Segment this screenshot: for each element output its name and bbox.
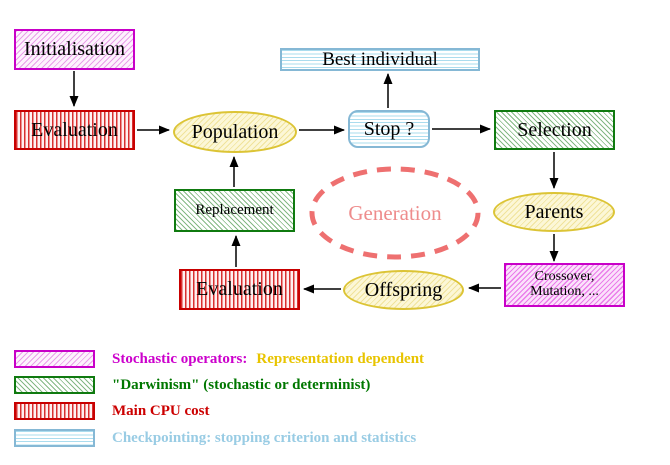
node-replacement: Replacement	[174, 189, 295, 232]
node-selection: Selection	[494, 110, 615, 150]
legend-representation-label: Representation dependent	[256, 350, 425, 367]
node-offspring: Offspring	[343, 270, 464, 310]
legend-darwinism-label: "Darwinism" (stochastic or determinist)	[112, 376, 371, 393]
node-population: Population	[173, 111, 297, 153]
node-evaluation-top-label: Evaluation	[31, 118, 118, 141]
generation-label: Generation	[348, 200, 442, 225]
node-crossover-mutation-label: Crossover, Mutation, ...	[530, 269, 599, 299]
legend-stochastic-label: Stochastic operators:	[112, 350, 248, 367]
node-initialisation-label: Initialisation	[23, 38, 126, 60]
node-stop: Stop ?	[348, 110, 430, 148]
node-parents: Parents	[493, 192, 615, 232]
node-replacement-label: Replacement	[195, 201, 274, 218]
node-selection-label: Selection	[517, 118, 592, 141]
node-population-label: Population	[191, 120, 279, 143]
legend-swatch-darwinism	[14, 376, 95, 394]
legend-swatch-cpu-cost	[14, 402, 95, 420]
node-offspring-label: Offspring	[364, 278, 443, 301]
legend-row-cpu-cost: Main CPU cost	[112, 402, 210, 420]
node-best-individual-label: Best individual	[322, 48, 438, 70]
node-best-individual: Best individual	[280, 48, 480, 71]
node-crossover-mutation: Crossover, Mutation, ...	[504, 263, 625, 307]
node-stop-label: Stop ?	[363, 117, 415, 140]
legend-checkpointing-label: Checkpointing: stopping criterion and st…	[112, 429, 417, 446]
node-initialisation: Initialisation	[14, 29, 135, 70]
legend-swatch-checkpointing	[14, 429, 95, 447]
node-evaluation-top: Evaluation	[14, 110, 135, 150]
legend-cpu-cost-label: Main CPU cost	[112, 402, 210, 419]
node-parents-label: Parents	[524, 200, 584, 223]
legend-row-stochastic: Stochastic operators: Representation dep…	[112, 350, 424, 368]
legend-row-darwinism: "Darwinism" (stochastic or determinist)	[112, 376, 370, 394]
legend-row-checkpointing: Checkpointing: stopping criterion and st…	[112, 429, 416, 447]
node-evaluation-bottom-label: Evaluation	[196, 278, 283, 300]
legend-swatch-stochastic	[14, 350, 95, 368]
node-evaluation-bottom: Evaluation	[179, 269, 300, 310]
